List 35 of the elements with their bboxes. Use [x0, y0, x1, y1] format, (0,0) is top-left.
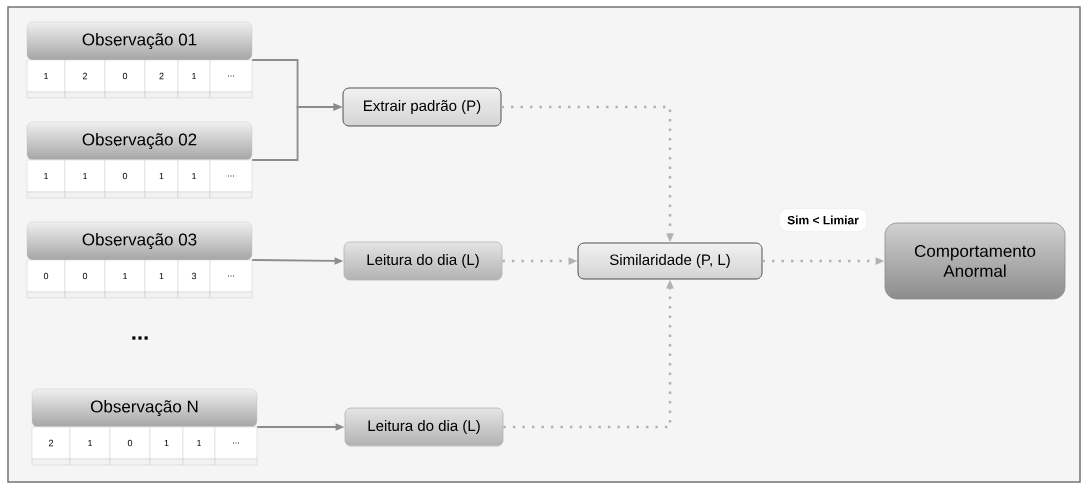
table-cell: 1 [144, 159, 179, 199]
table-cell: 1 [177, 159, 211, 199]
process-box: Leitura do dia (L) [343, 241, 503, 281]
table-cell: ... [209, 59, 253, 99]
table-header: Observação 02 [26, 121, 253, 161]
table-cell: 0 [26, 259, 66, 299]
table-cell: 1 [149, 426, 184, 466]
table-cell: 2 [144, 59, 179, 99]
table-cell: 2 [64, 59, 106, 99]
table-cell: ... [214, 426, 258, 466]
table-header: Observação N [31, 388, 258, 428]
table-header: Observação 01 [26, 21, 253, 61]
table-cell: 1 [182, 426, 216, 466]
table-header: Observação 03 [26, 221, 253, 261]
table-cell: 0 [104, 59, 146, 99]
table-cell: 1 [69, 426, 111, 466]
table-cell: 0 [64, 259, 106, 299]
table-cell: 1 [64, 159, 106, 199]
table-cell: 0 [104, 159, 146, 199]
table-cell: 1 [177, 59, 211, 99]
table-cell: 3 [177, 259, 211, 299]
table-cell: 1 [26, 59, 66, 99]
process-box: Leitura do dia (L) [344, 407, 504, 447]
process-box: Similaridade (P, L) [577, 242, 763, 280]
table-cell: ... [209, 159, 253, 199]
table-cell: 0 [109, 426, 151, 466]
edge-label: Sim < Limiar [778, 208, 868, 232]
table-cell: 2 [31, 426, 71, 466]
process-box: Comportamento Anormal [884, 222, 1066, 300]
table-cell: ... [209, 259, 253, 299]
process-box: Extrair padrão (P) [342, 87, 502, 127]
ellipsis: ... [132, 336, 148, 340]
table-cell: 1 [26, 159, 66, 199]
table-cell: 1 [144, 259, 179, 299]
table-cell: 1 [104, 259, 146, 299]
